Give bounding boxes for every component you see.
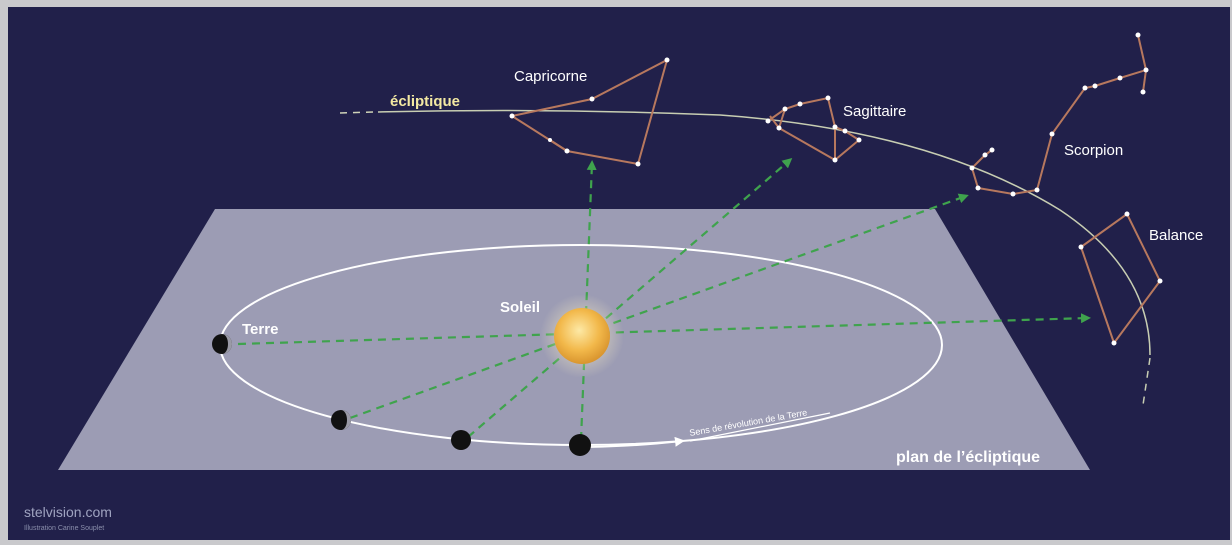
label-scorpion: Scorpion <box>1064 142 1123 159</box>
revolution-line <box>689 412 831 442</box>
label-ecliptique: écliptique <box>390 93 460 110</box>
stars-scorpion <box>969 32 1149 197</box>
sight-line-sagittaire <box>467 158 793 438</box>
sun-icon <box>554 308 610 364</box>
earth-phase-icon <box>341 410 351 430</box>
constellation-capricorne <box>511 58 669 166</box>
label-soleil: Soleil <box>500 299 540 316</box>
earth-phase-icon <box>222 334 232 354</box>
earth-icon <box>331 410 351 430</box>
label-balance: Balance <box>1149 227 1203 244</box>
earth-positions <box>212 334 591 456</box>
earth-icon <box>451 430 471 450</box>
stars-sagittaire <box>765 95 862 163</box>
constellation-scorpion <box>970 34 1148 196</box>
stars-capricorne <box>509 57 670 167</box>
credit-site: stelvision.com <box>24 504 112 520</box>
label-plan-ecliptique: plan de l’écliptique <box>896 449 1040 466</box>
label-sagittaire: Sagittaire <box>843 103 906 120</box>
constellation-sagittaire <box>767 96 861 162</box>
earth-icon <box>569 434 591 456</box>
sight-line-balance <box>237 313 1091 346</box>
sight-line-capricorne <box>579 160 597 441</box>
sight-lines <box>237 158 1091 441</box>
stars-balance <box>1078 211 1163 346</box>
earth-icon <box>212 334 232 354</box>
credit-illustration: Illustration Carine Souplet <box>24 525 104 532</box>
revolution-arrow <box>589 436 685 448</box>
sight-line-scorpion <box>349 193 969 420</box>
label-capricorne: Capricorne <box>514 68 587 85</box>
label-terre: Terre <box>242 321 278 338</box>
